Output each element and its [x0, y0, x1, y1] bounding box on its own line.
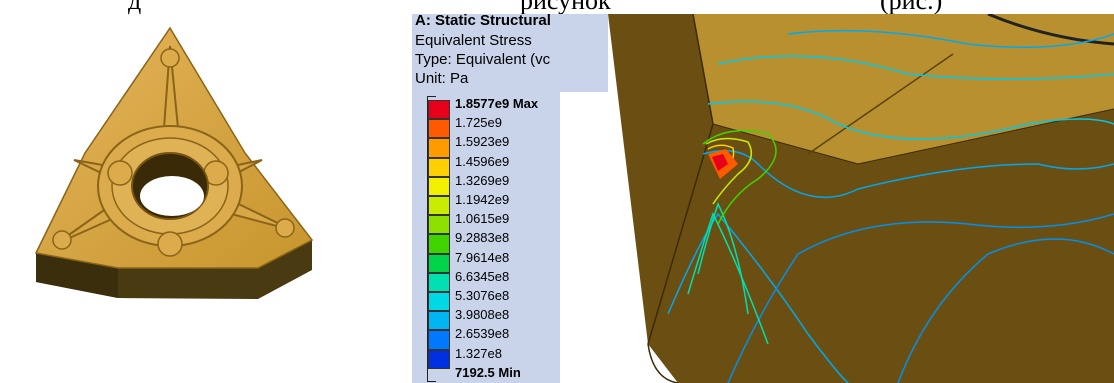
part-arc-edge: [987, 14, 1114, 46]
caption-right-fragment: (рис.): [880, 0, 943, 15]
insert-lobe: [275, 218, 295, 238]
legend-color-swatch: [428, 234, 450, 254]
legend-color-swatch: [428, 176, 450, 196]
insert-lobe: [160, 48, 180, 68]
legend-value-label: 1.0615e9: [455, 211, 510, 227]
contour-line: [727, 213, 1114, 383]
legend-value-label: 1.725e9: [455, 115, 502, 131]
contour-line: [897, 238, 1114, 383]
stress-contour-viewport: [608, 14, 1114, 383]
analysis-title: A: Static Structural: [415, 12, 551, 29]
insert-lobe: [107, 160, 133, 186]
legend-color-swatch: [428, 196, 450, 216]
caption-middle-fragment: рисунок: [520, 0, 611, 15]
legend-value-label: 2.6539e8: [455, 326, 510, 342]
legend-value-label: 1.5923e9: [455, 134, 510, 150]
legend-color-swatch: [428, 272, 450, 292]
contour-line: [697, 202, 749, 315]
legend-color-swatch: [428, 311, 450, 331]
result-type: Type: Equivalent (vc: [415, 51, 551, 68]
insert-lobe: [52, 230, 72, 250]
contour-line: [705, 137, 753, 205]
contour-line: [707, 100, 1114, 140]
caption-left-fragment: д: [128, 0, 142, 15]
result-name: Equivalent Stress: [415, 32, 532, 49]
legend-value-label: 1.3269e9: [455, 172, 510, 188]
legend-color-swatch: [428, 138, 450, 158]
legend-value-label: 5.3076e8: [455, 288, 510, 303]
contour-line: [687, 212, 769, 345]
legend-color-swatch: [428, 100, 450, 120]
legend-color-swatch: [428, 349, 450, 369]
legend-bracket: [427, 96, 436, 382]
legend-value-label: 1.327e8: [455, 345, 502, 361]
contour-line: [667, 212, 849, 383]
legend-value-label: 6.6345e8: [455, 268, 510, 284]
legend-color-swatch: [428, 292, 450, 312]
contour-line: [702, 129, 777, 225]
legend-value-label: 1.1942e9: [455, 192, 510, 207]
result-unit: Unit: Pa: [415, 70, 469, 87]
legend-value-label: 7.9614e8: [455, 249, 510, 265]
legend-value-label: 1.8577e9 Max: [455, 96, 539, 111]
legend-value-label: 1.4596e9: [455, 153, 510, 169]
legend-color-swatch: [428, 330, 450, 350]
legend-value-label: 9.2883e8: [455, 230, 510, 246]
legend-color-swatch: [428, 253, 450, 273]
legend-value-label: 3.9808e8: [455, 307, 510, 323]
figure-caption: д рисунок (рис.): [0, 0, 1114, 16]
contour-line: [787, 29, 1114, 49]
legend-value-label: 7192.5 Min: [455, 364, 521, 380]
legend-color-swatch: [428, 215, 450, 235]
insert-hole-through: [140, 176, 204, 216]
cutting-insert-model: [34, 26, 314, 299]
contour-line: [717, 55, 1114, 80]
insert-lobe: [157, 231, 183, 257]
contour-line: [702, 149, 1114, 199]
legend-color-swatch: [428, 119, 450, 139]
legend-header: A: Static Structural Equivalent Stress T…: [412, 12, 608, 92]
legend-color-swatch: [428, 157, 450, 177]
